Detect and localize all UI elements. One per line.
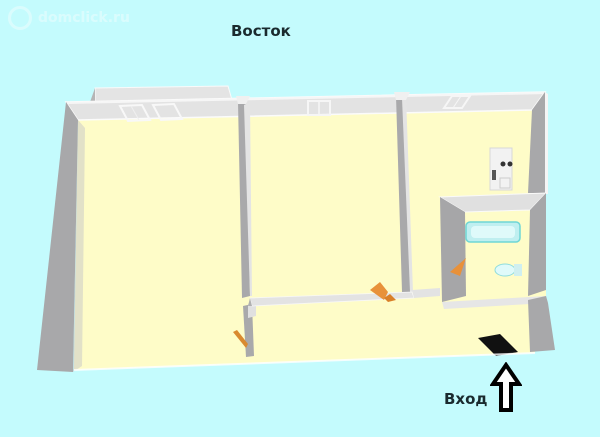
wall-east-hallway [528, 296, 555, 352]
toilet-icon [494, 263, 516, 277]
bathroom-door [450, 258, 466, 276]
entrance-mat [478, 334, 518, 356]
floor [74, 110, 535, 370]
window-room1 [118, 102, 184, 123]
watermark-logo-icon [8, 6, 32, 30]
partition-room1-room2 [238, 102, 252, 298]
arrow-up-icon [490, 362, 522, 412]
partition-room2-kitchen [396, 96, 413, 292]
watermark: domclick.ru [8, 6, 130, 30]
orientation-label-east: Восток [231, 22, 291, 40]
watermark-text: domclick.ru [38, 10, 130, 26]
window-room2 [307, 100, 331, 116]
door-room1 [233, 330, 248, 348]
bathroom [438, 192, 548, 309]
entrance-label: Вход [444, 390, 488, 408]
window-kitchen [442, 95, 472, 109]
wall-west [37, 102, 78, 372]
wall-east-kitchen [528, 92, 545, 193]
stove-icon [489, 147, 513, 191]
door-room2 [370, 282, 388, 300]
